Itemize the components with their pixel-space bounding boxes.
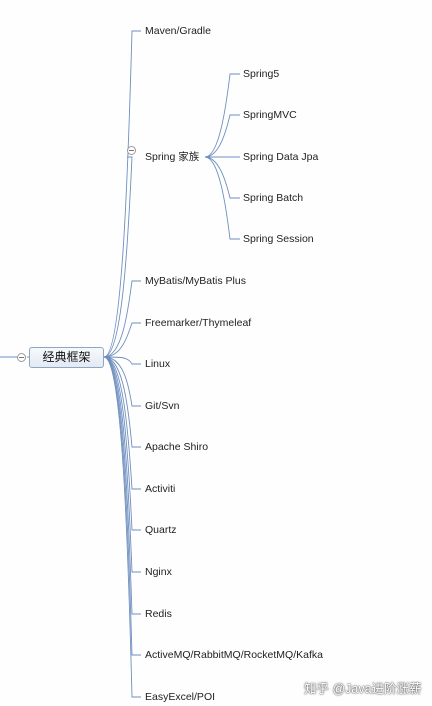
branch-connector xyxy=(103,356,141,448)
topic-node[interactable]: Maven/Gradle xyxy=(145,25,211,37)
branch-connector xyxy=(103,356,141,615)
spring-sub-node[interactable]: Spring Batch xyxy=(243,192,304,204)
branch-connector xyxy=(103,356,141,407)
spring-sub-connector xyxy=(204,114,240,158)
topic-node[interactable]: MyBatis/MyBatis Plus xyxy=(145,275,246,287)
branch-connector xyxy=(103,356,141,698)
topic-node[interactable]: EasyExcel/POI xyxy=(145,691,216,703)
branch-connector xyxy=(103,156,133,358)
spring-sub-connector xyxy=(204,156,240,240)
spring-family-collapse-toggle[interactable] xyxy=(127,146,136,155)
branch-connector xyxy=(103,356,141,490)
spring-sub-node[interactable]: SpringMVC xyxy=(243,109,297,121)
topic-node-spring-family[interactable]: Spring 家族 xyxy=(145,151,200,163)
spring-sub-node[interactable]: Spring Session xyxy=(243,233,314,245)
branch-connector xyxy=(103,322,141,358)
spring-sub-connector xyxy=(204,73,240,158)
branch-connector xyxy=(103,30,141,358)
branch-connector xyxy=(103,280,141,358)
topic-node[interactable]: Freemarker/Thymeleaf xyxy=(145,317,252,329)
topic-node[interactable]: Quartz xyxy=(145,524,177,536)
topic-node[interactable]: Git/Svn xyxy=(145,400,180,412)
branch-connector xyxy=(103,356,141,531)
topic-node[interactable]: Activiti xyxy=(145,483,176,495)
branch-connector xyxy=(103,356,141,365)
topic-node[interactable]: Apache Shiro xyxy=(145,441,209,453)
spring-sub-connector xyxy=(204,156,240,199)
spring-sub-node[interactable]: Spring Data Jpa xyxy=(243,151,319,163)
topic-node[interactable]: ActiveMQ/RabbitMQ/RocketMQ/Kafka xyxy=(145,649,323,661)
branch-connector xyxy=(103,356,141,573)
branch-connector xyxy=(103,356,141,656)
topic-node[interactable]: Linux xyxy=(145,358,171,370)
zhihu-watermark: 知乎 @Java进阶涨薪 xyxy=(304,682,422,696)
root-collapse-toggle[interactable] xyxy=(17,353,26,362)
topic-node[interactable]: Redis xyxy=(145,608,172,620)
topic-node[interactable]: Nginx xyxy=(145,566,172,578)
root-node[interactable]: 经典框架 xyxy=(29,347,104,368)
spring-sub-node[interactable]: Spring5 xyxy=(243,68,280,80)
